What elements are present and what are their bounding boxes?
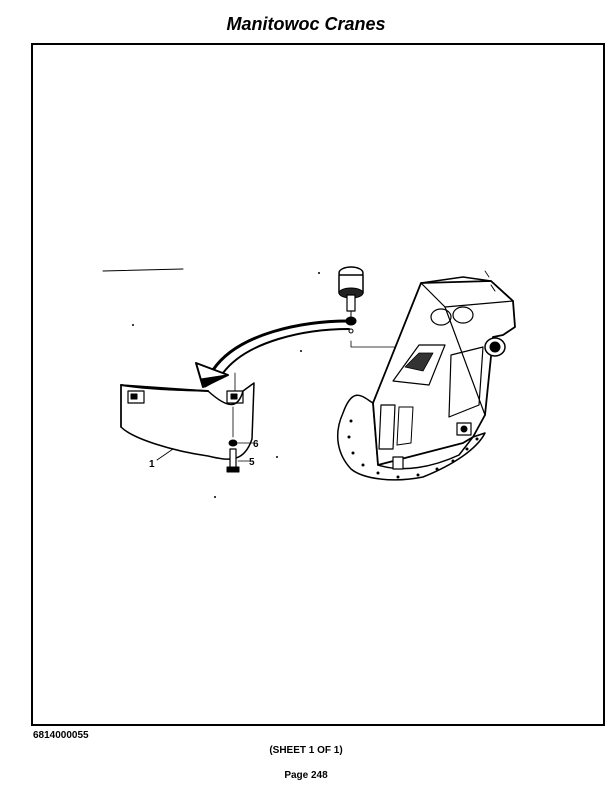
stray-dots xyxy=(132,272,320,498)
illustration-frame: 1 6 5 xyxy=(31,43,605,726)
page-title: Manitowoc Cranes xyxy=(226,14,386,34)
drive-motor xyxy=(338,266,364,334)
callout-6: 6 xyxy=(253,439,259,450)
callout-1-leader xyxy=(156,448,174,461)
cover-guard xyxy=(120,372,255,460)
sheet-indicator: (SHEET 1 OF 1) xyxy=(269,745,343,756)
washer-bolt xyxy=(226,406,254,473)
part-number: 6814000055 xyxy=(33,730,89,741)
callout-1: 1 xyxy=(149,459,155,470)
parts-illustration: 1 6 5 xyxy=(102,266,516,498)
stray-mark-line xyxy=(102,268,184,272)
carbody-frame xyxy=(336,270,516,481)
curved-arrow xyxy=(195,319,351,388)
page-number: Page 248 xyxy=(284,770,328,781)
callout-5: 5 xyxy=(249,457,255,468)
